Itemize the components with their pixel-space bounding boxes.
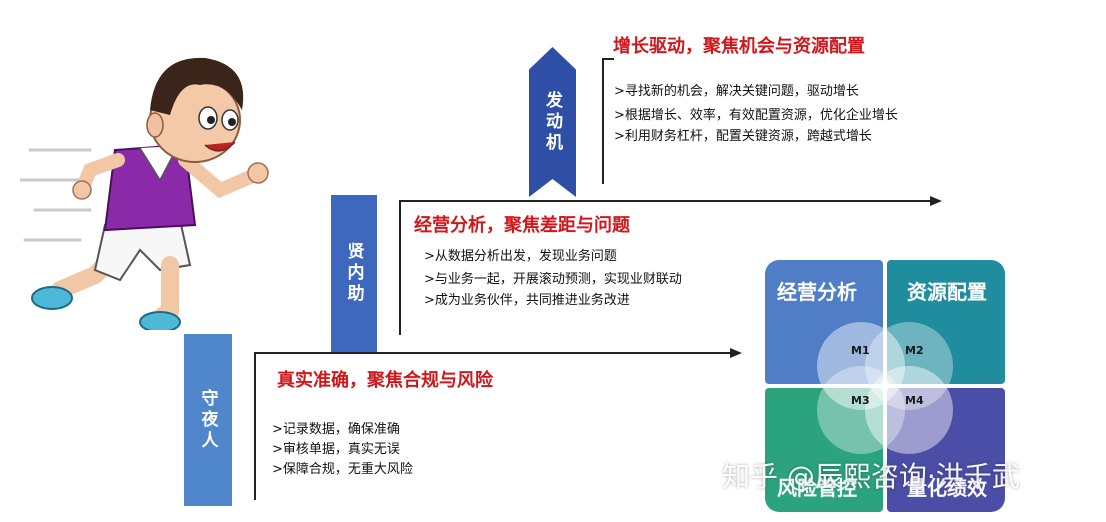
marker-m4: M4 [905,394,924,407]
capability-matrix: 经营分析 资源配置 风险管控 量化绩效 M1 M2 M3 M4 [765,260,1005,514]
quadrant-resource-allocation: 资源配置 [887,260,1005,384]
night-watch-bullet-1: >记录数据，确保准确 [272,422,400,437]
quadrant-quantified-performance: 量化绩效 [887,388,1005,512]
assistant-heading: 经营分析，聚焦差距与问题 [414,215,630,236]
marker-m3: M3 [851,394,870,407]
marker-m2: M2 [905,344,924,357]
watermark: 知乎 @辰熙咨询·洪千武 [722,460,1020,493]
assistant-bullet-3: >成为业务伙伴，共同推进业务改进 [424,293,630,308]
stage2-arrow-head [930,196,942,206]
engine-bullet-3: >利用财务杠杆，配置关键资源，跨越式增长 [614,129,872,144]
quadrant-risk-control: 风险管控 [765,388,883,512]
stage1-arrow-line [254,352,734,354]
assistant-bullet-1: >从数据分析出发，发现业务问题 [424,249,617,264]
quadrant-label-1: 经营分析 [777,280,857,304]
stage3-top-line [602,58,614,60]
quadrant-label-4: 量化绩效 [907,476,987,500]
stage1-bracket [254,352,256,500]
stage3-bracket [602,58,604,184]
engine-bullet-2: >根据增长、效率，有效配置资源，优化企业增长 [614,108,898,123]
quadrant-label-3: 风险管控 [777,476,857,500]
center-overlap-circles [817,322,953,454]
stage-label-night-watch: 守夜人 [184,334,232,506]
stage2-bracket [399,200,401,335]
night-watch-heading: 真实准确，聚焦合规与风险 [277,370,493,391]
night-watch-bullet-3: >保障合规，无重大风险 [272,462,413,477]
quadrant-operations-analysis: 经营分析 [765,260,883,384]
engine-bullet-1: >寻找新的机会，解决关键问题，驱动增长 [614,84,859,99]
stage-label-engine: 发动机 [529,47,576,197]
stage1-arrow-head [730,348,742,358]
assistant-bullet-2: >与业务一起，开展滚动预测，实现业财联动 [424,272,682,287]
night-watch-bullet-2: >审核单据，真实无误 [272,442,400,457]
marker-m1: M1 [851,344,870,357]
stage-label-assistant: 贤内助 [331,195,377,352]
engine-heading: 增长驱动，聚焦机会与资源配置 [613,36,865,57]
running-man-illustration [20,57,269,330]
stage2-arrow-line [399,200,934,202]
quadrant-label-2: 资源配置 [907,280,987,304]
